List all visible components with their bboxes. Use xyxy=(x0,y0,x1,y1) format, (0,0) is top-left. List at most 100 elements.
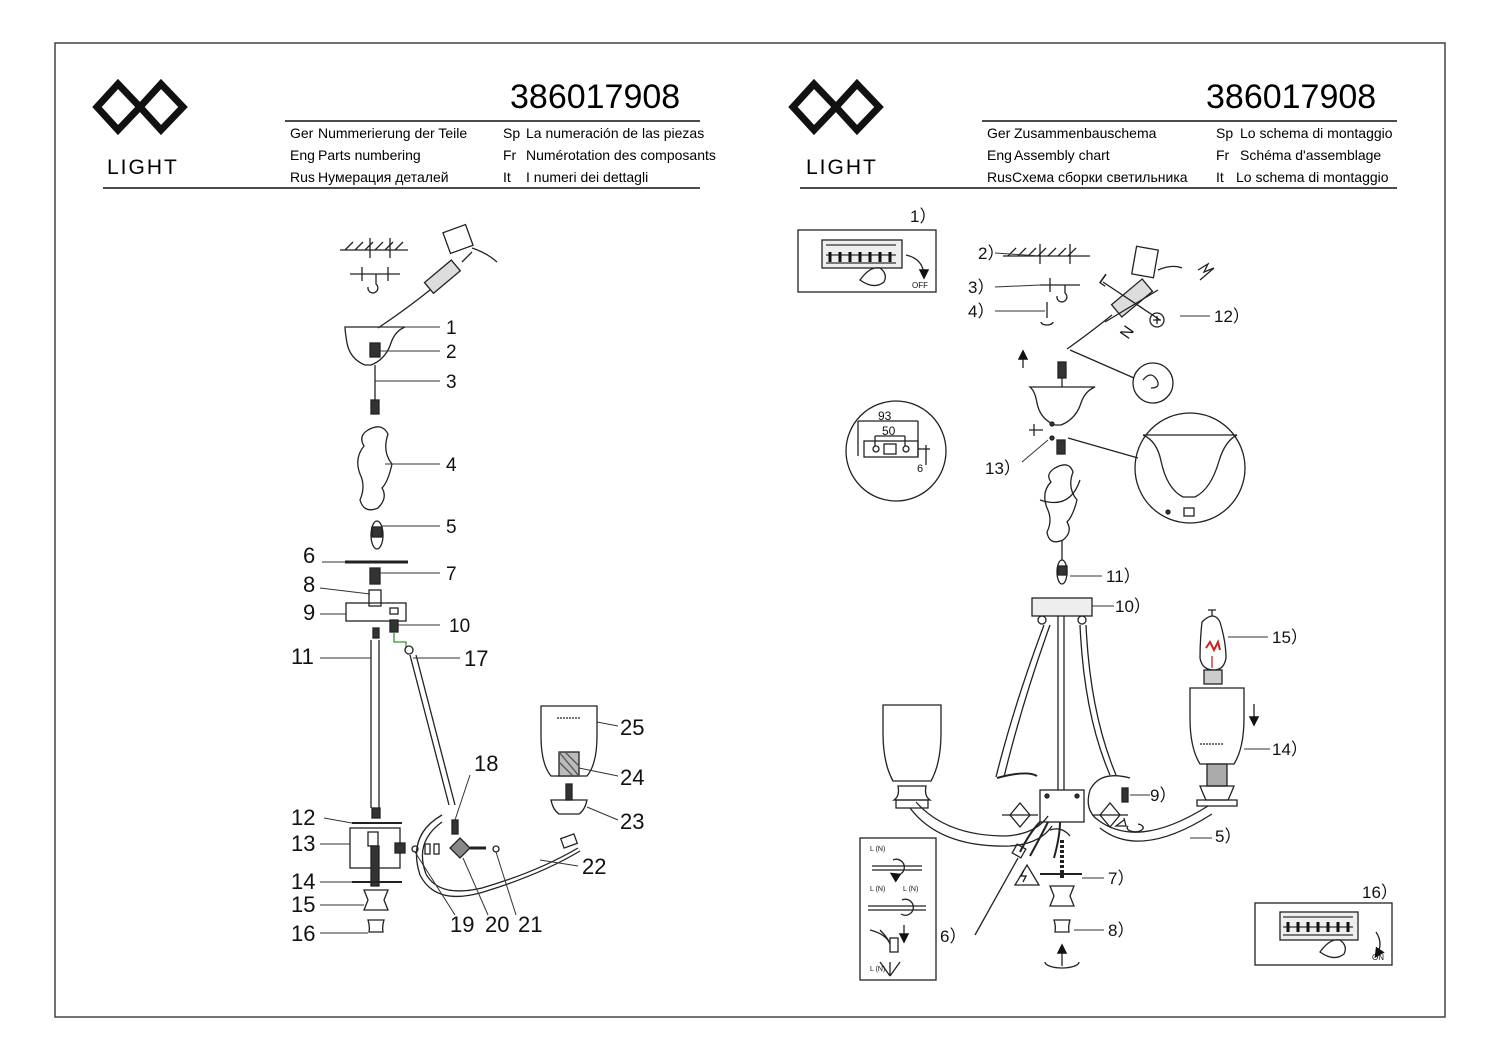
header-text: Nummerierung der Teile xyxy=(318,125,467,141)
part-label: 25 xyxy=(620,715,644,740)
header-text: I numeri dei dettagli xyxy=(526,169,648,185)
part-label: 18 xyxy=(474,751,498,776)
candle-bulb xyxy=(1199,615,1227,671)
canopy xyxy=(344,326,406,366)
part-label: 11 xyxy=(291,644,314,669)
header-text: La numeración de las piezas xyxy=(526,125,704,141)
step-label: 16） xyxy=(1362,883,1398,902)
step-label: 15） xyxy=(1272,628,1308,647)
product-code: 386017908 xyxy=(1206,78,1376,116)
header-text: Parts numbering xyxy=(318,147,421,163)
header-text: Нумерация деталей xyxy=(318,169,449,185)
step-label: 9） xyxy=(1150,786,1176,805)
left-header: LIGHT 386017908 Ger Nummerierung der Tei… xyxy=(92,78,716,189)
header-text: Zusammenbauschema xyxy=(1014,125,1157,141)
page-frame xyxy=(54,42,1446,1018)
header-text: Schéma d'assemblage xyxy=(1240,147,1381,163)
part-label: 2 xyxy=(446,342,457,363)
wire-label: L (N) xyxy=(870,846,885,853)
logo-text: LIGHT xyxy=(107,156,179,179)
wire-label: L (N) xyxy=(870,966,885,973)
brand-logo: LIGHT xyxy=(788,78,884,179)
part-label: 10 xyxy=(449,616,470,637)
brand-logo: LIGHT xyxy=(92,78,188,179)
header-text: Assembly chart xyxy=(1014,147,1110,163)
part-label: 19 xyxy=(450,912,474,937)
lang-code: It xyxy=(503,169,511,185)
step-label: 6） xyxy=(940,927,966,946)
part-label: 21 xyxy=(518,912,542,937)
lang-code: Fr xyxy=(503,147,517,163)
step-label: 2） xyxy=(978,244,1004,263)
terminal-block xyxy=(377,223,498,329)
canopy xyxy=(1028,386,1096,426)
part-label: 4 xyxy=(446,455,457,476)
switch-off-box xyxy=(797,229,937,293)
lang-code: Eng xyxy=(290,147,315,163)
switch-on-text: ON xyxy=(1372,953,1384,962)
crystal-ornament xyxy=(1044,464,1078,543)
part-label: 16 xyxy=(291,921,315,946)
step-label: 4） xyxy=(968,302,994,321)
part-label: 13 xyxy=(291,831,315,856)
assembly-diagram xyxy=(797,229,1393,981)
wire-label: L (N) xyxy=(870,886,885,893)
part-label: 1 xyxy=(446,318,457,339)
glass-shade xyxy=(1189,687,1245,765)
part-label: 6 xyxy=(303,543,315,568)
lang-code: Fr xyxy=(1216,147,1230,163)
assembly-step-labels: 1） 2） 3） 4） 5） 6） 7） 8） 9） 10） 11） 12） 1… xyxy=(910,207,1398,946)
part-label: 17 xyxy=(464,646,488,671)
part-number-labels: 1 2 3 4 5 6 7 8 9 10 11 12 13 14 15 16 1… xyxy=(291,318,644,946)
lang-code: Eng xyxy=(987,147,1012,163)
part-label: 24 xyxy=(620,765,644,790)
part-label: 8 xyxy=(303,572,315,597)
wire-label: L (N) xyxy=(903,886,918,893)
lang-code: Ger xyxy=(290,125,314,141)
step-label: 1） xyxy=(910,207,936,226)
part-label: 9 xyxy=(303,600,315,625)
step-label: 7） xyxy=(1108,869,1134,888)
step-label: 11） xyxy=(1106,567,1141,586)
part-label: 20 xyxy=(485,912,509,937)
right-header: LIGHT 386017908 Ger Zusammenbauschema En… xyxy=(788,78,1397,189)
glass-shade xyxy=(882,704,942,782)
switch-off-text: OFF xyxy=(912,281,928,290)
ceiling-symbol xyxy=(340,238,408,294)
crystal-ornament xyxy=(357,426,393,511)
header-text: Lo schema di montaggio xyxy=(1240,125,1393,141)
part-label: 7 xyxy=(446,564,457,585)
lang-code: Sp xyxy=(503,125,520,141)
header-text: Numérotation des composants xyxy=(526,147,716,163)
part-label: 5 xyxy=(446,517,457,538)
lang-code: Rus xyxy=(290,169,315,185)
wiring-steps-box xyxy=(859,837,937,981)
header-text: Lo schema di montaggio xyxy=(1236,169,1389,185)
dimension-outer: 93 xyxy=(878,409,892,423)
lang-code: Rus xyxy=(987,169,1012,185)
step-label: 8） xyxy=(1108,921,1134,940)
switch-on-box xyxy=(1254,902,1393,966)
part-label: 3 xyxy=(446,372,457,393)
part-label: 14 xyxy=(291,869,315,894)
dimension-depth: 6 xyxy=(917,463,923,475)
step-label: 13） xyxy=(985,459,1021,478)
step-label: 14） xyxy=(1272,740,1308,759)
lang-code: Ger xyxy=(987,125,1011,141)
neutral-wire-letter: N xyxy=(1117,323,1138,342)
dimension-inner: 50 xyxy=(882,424,896,438)
parts-diagram xyxy=(319,223,619,934)
step-label: 5） xyxy=(1215,827,1241,846)
product-code: 386017908 xyxy=(510,78,680,116)
glass-shade xyxy=(540,705,598,777)
step-label: 10） xyxy=(1115,597,1151,616)
part-label: 12 xyxy=(291,805,315,830)
part-label: 22 xyxy=(582,854,606,879)
part-label: 23 xyxy=(620,809,644,834)
lang-code: Sp xyxy=(1216,125,1233,141)
step-label: 12） xyxy=(1214,307,1250,326)
step-label: 3） xyxy=(968,278,994,297)
lang-code: It xyxy=(1216,169,1224,185)
diagram-annotations: L N OFF ON 93 50 6 L (N) L (N) L (N) L (… xyxy=(870,271,1384,973)
